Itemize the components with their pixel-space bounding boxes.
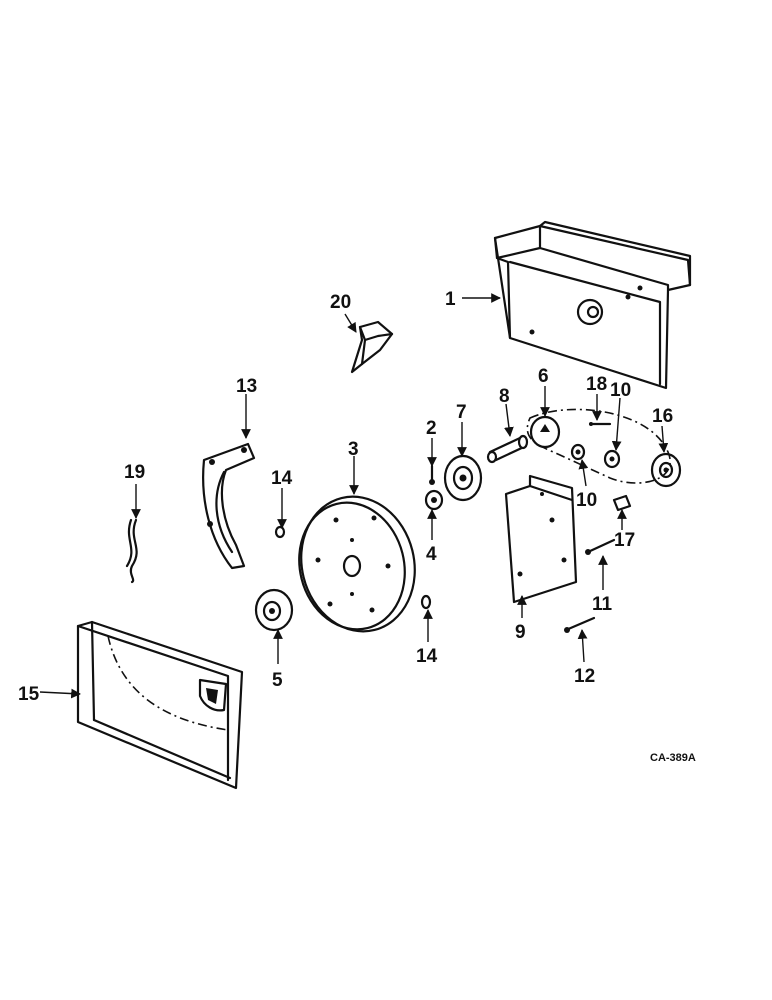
callout-2: 2 (426, 418, 437, 439)
callout-20: 20 (330, 292, 351, 313)
part-17-bushing (612, 494, 632, 512)
part-20-small-bracket (350, 320, 394, 374)
callout-6: 6 (538, 366, 549, 387)
part-1-mounting-bracket (493, 220, 692, 390)
part-15-housing (76, 620, 244, 790)
callout-10-lower: 10 (576, 490, 597, 511)
part-10-washer-b (570, 443, 586, 461)
part-9-cover-plate (504, 474, 578, 604)
part-3-seed-plate (298, 495, 416, 633)
callout-5: 5 (272, 670, 283, 691)
callout-10-upper: 10 (610, 380, 631, 401)
drawing-code: CA-389A (650, 752, 696, 764)
callout-8: 8 (499, 386, 510, 407)
callout-19: 19 (124, 462, 145, 483)
part-11-bolt (585, 538, 616, 555)
callout-4: 4 (426, 544, 437, 565)
callout-1: 1 (445, 289, 456, 310)
callout-9: 9 (515, 622, 526, 643)
leader-lines (39, 293, 669, 699)
part-19-spring-clip (125, 518, 138, 584)
part-6-sprocket (529, 415, 561, 449)
part-14-fastener-upper (274, 525, 286, 539)
callout-17: 17 (614, 530, 635, 551)
part-5-hub (254, 588, 294, 632)
callout-labels: 1 20 13 19 3 14 5 15 2 4 14 7 8 6 18 10 … (18, 289, 696, 764)
callout-15: 15 (18, 684, 40, 705)
callout-11: 11 (592, 594, 613, 615)
callout-14-lower: 14 (416, 646, 438, 667)
callout-14-upper: 14 (271, 468, 293, 489)
part-12-bolt (564, 616, 596, 633)
part-16-idler-sprocket (650, 452, 682, 488)
part-14-fastener-lower (420, 594, 432, 610)
part-13-curved-guide (202, 442, 256, 570)
part-10-washer-a (603, 449, 621, 469)
chain-path (526, 408, 671, 484)
part-4-washer (424, 489, 444, 511)
callout-7: 7 (456, 402, 467, 423)
part-7-gear (443, 454, 483, 502)
callout-13: 13 (236, 376, 257, 397)
part-18-pin (588, 422, 612, 426)
callout-12: 12 (574, 666, 595, 687)
callout-16: 16 (652, 406, 673, 427)
part-2-bolt (429, 464, 435, 485)
part-8-shaft (486, 434, 529, 464)
callout-18: 18 (586, 374, 607, 395)
callout-3: 3 (348, 439, 359, 460)
